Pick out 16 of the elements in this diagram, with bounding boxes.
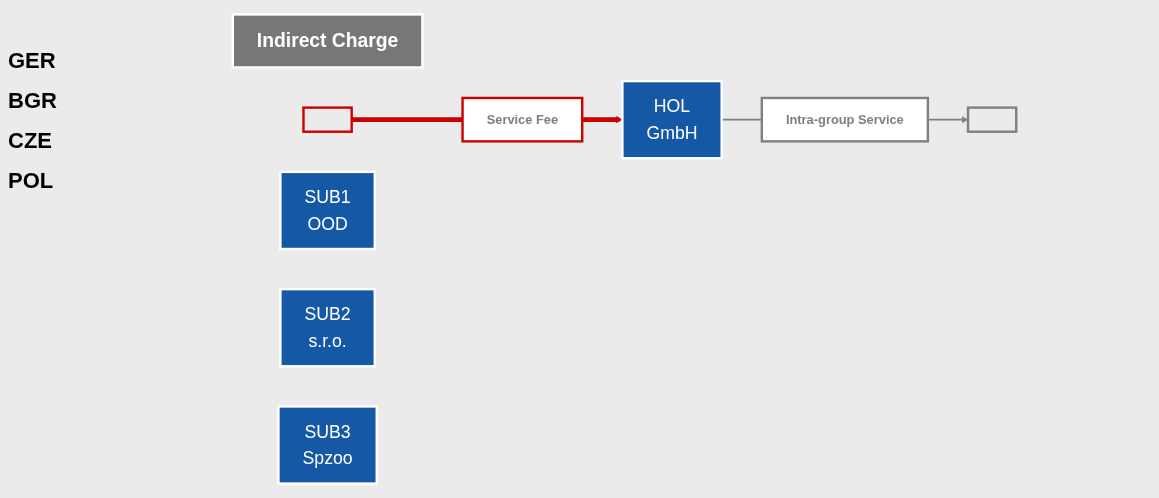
arrow xyxy=(927,116,969,124)
node-box: HOL GmbH xyxy=(621,79,723,160)
node-box xyxy=(302,106,353,133)
node-box: SUB2 s.r.o. xyxy=(279,287,376,368)
node-box: SUB3 Spzoo xyxy=(277,405,378,485)
region-label: BGR xyxy=(8,88,58,114)
region-label: CZE xyxy=(8,128,53,154)
node-box: SUB1 OOD xyxy=(279,170,376,251)
node-box: Indirect Charge xyxy=(231,13,424,69)
region-label: POL xyxy=(8,168,55,194)
region-label: GER xyxy=(8,48,57,74)
arrow xyxy=(582,116,623,124)
node-box: Service Fee xyxy=(461,96,584,143)
connector xyxy=(351,117,463,123)
node-box: Intra-group Service xyxy=(760,96,930,143)
node-box xyxy=(966,106,1018,133)
